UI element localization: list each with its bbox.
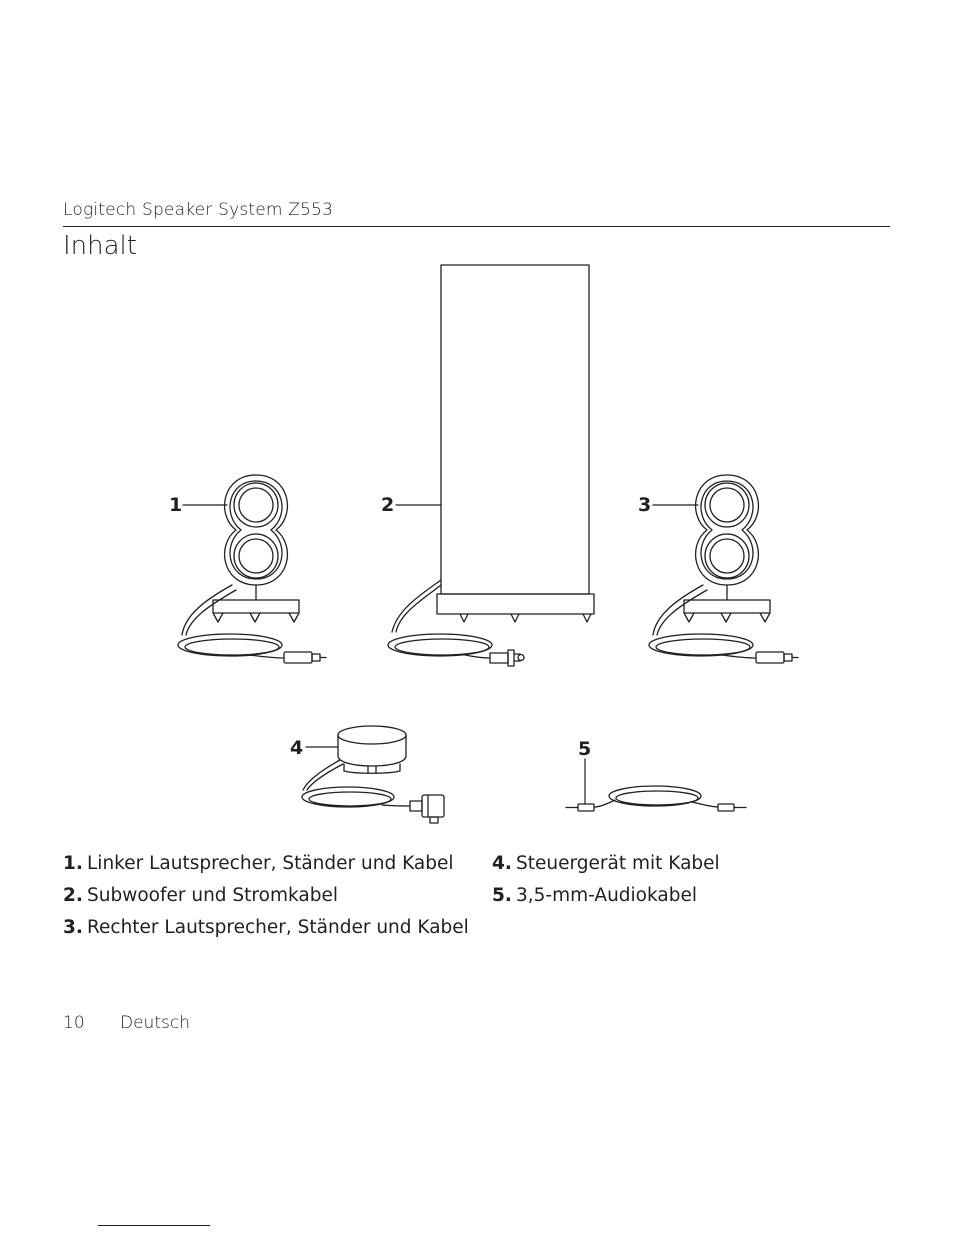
list-item: 1. Linker Lautsprecher, Ständer und Kabe… — [63, 848, 469, 880]
list-item-label: Linker Lautsprecher, Ständer und Kabel — [87, 853, 454, 874]
header-divider — [63, 226, 890, 227]
list-item: 4. Steuergerät mit Kabel — [492, 848, 720, 880]
list-item-label: Rechter Lautsprecher, Ständer und Kabel — [87, 917, 469, 938]
list-item: 3. Rechter Lautsprecher, Ständer und Kab… — [63, 912, 469, 944]
bottom-rule — [98, 1225, 210, 1226]
list-item-number: 1. — [63, 853, 83, 874]
callout-number-4: 4 — [290, 737, 303, 759]
contents-list-left: 1. Linker Lautsprecher, Ständer und Kabe… — [63, 848, 469, 944]
list-item-number: 3. — [63, 917, 83, 938]
left-speaker-illustration — [177, 474, 327, 664]
callout-number-1: 1 — [169, 494, 182, 516]
list-item-number: 2. — [63, 885, 83, 906]
subwoofer-illustration — [387, 264, 595, 667]
section-title: Inhalt — [63, 231, 137, 261]
audio-cable-illustration — [565, 785, 747, 812]
list-item-label: Subwoofer und Stromkabel — [87, 885, 338, 906]
list-item-number: 5. — [492, 885, 512, 906]
list-item: 2. Subwoofer und Stromkabel — [63, 880, 469, 912]
document-header-title: Logitech Speaker System Z553 — [63, 200, 334, 220]
list-item: 5. 3,5-mm-Audiokabel — [492, 880, 720, 912]
page-number: 10 — [63, 1013, 85, 1033]
list-item-label: 3,5-mm-Audiokabel — [516, 885, 697, 906]
callout-number-2: 2 — [381, 494, 394, 516]
contents-list-right: 4. Steuergerät mit Kabel 5. 3,5-mm-Audio… — [492, 848, 720, 912]
callout-number-3: 3 — [638, 494, 651, 516]
control-pod-illustration — [301, 725, 445, 824]
right-speaker-illustration — [648, 474, 799, 664]
list-item-number: 4. — [492, 853, 512, 874]
callout-number-5: 5 — [578, 738, 591, 760]
footer-language: Deutsch — [120, 1013, 190, 1033]
list-item-label: Steuergerät mit Kabel — [516, 853, 720, 874]
